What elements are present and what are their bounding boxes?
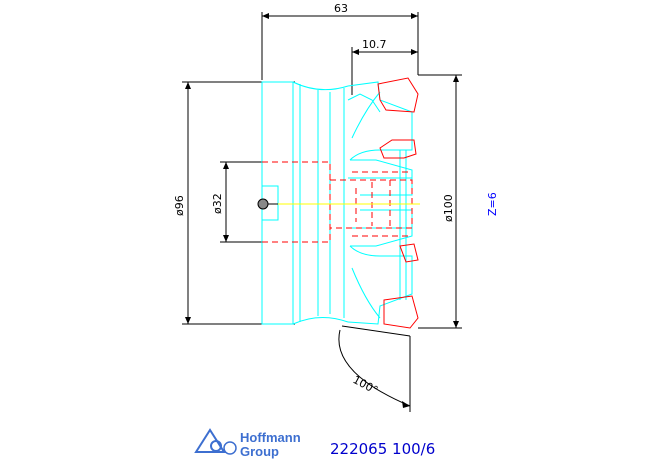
dim-angle-label: 100° [351,373,381,397]
dim-96-label: ø96 [173,195,186,216]
logo-line1: Hoffmann [240,430,301,445]
cutter-body-outline [261,81,413,325]
dim-100-label: ø100 [442,194,455,222]
dimension-bore-diameter: ø32 [211,161,262,243]
dimension-insert-offset: 10.7 [351,38,462,95]
dimension-cut-diameter: ø100 [418,75,462,329]
hoffmann-group-logo: Hoffmann Group [194,428,301,459]
dimension-overall-length: 63 [261,2,419,80]
cutting-inserts [377,77,419,329]
dim-63-label: 63 [334,2,348,15]
dimension-angle: 100° [338,325,411,412]
hidden-bore-lines [262,161,413,243]
product-code: 222065 100/6 [330,440,436,458]
logo-line2: Group [240,444,279,459]
dim-10-7-label: 10.7 [362,38,387,51]
center-mark [257,198,269,210]
dimension-body-diameter: ø96 [173,81,295,325]
dim-32-label: ø32 [211,193,224,214]
teeth-count-label: Z=6 [486,192,499,216]
